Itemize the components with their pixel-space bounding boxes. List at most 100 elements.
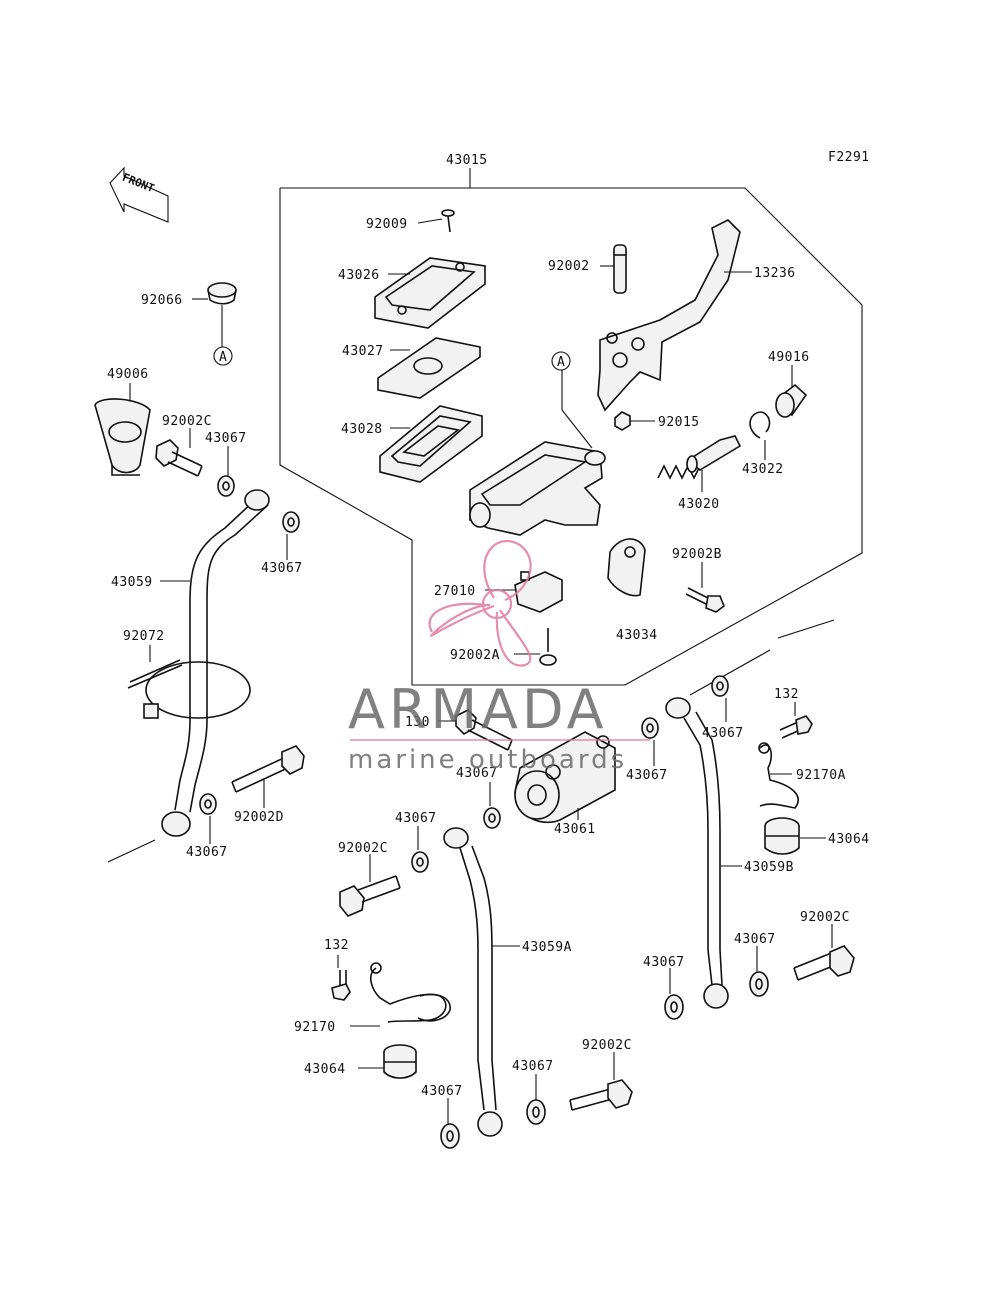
brake-lever-13236: 13236 [597, 219, 796, 412]
label-43067-i: 43067 [395, 811, 437, 826]
label-130: 130 [405, 715, 430, 730]
propeller-icon [428, 539, 532, 667]
washer-43067-c: 43067 [186, 793, 228, 860]
bolt-92002: 92002 [548, 244, 627, 294]
label-43022: 43022 [742, 462, 784, 477]
assembly-frame-43015: 43015 [279, 153, 863, 686]
washer-43067-a: 43067 [205, 431, 247, 497]
bolt-92002C-mid: 92002C [338, 841, 401, 917]
label-43020: 43020 [678, 497, 720, 512]
label-13236: 13236 [754, 266, 796, 281]
clamp-92170A: 92170A [758, 742, 846, 809]
label-43067-a: 43067 [205, 431, 247, 446]
plate-43027: 43027 [342, 337, 481, 399]
label-92002C-top: 92002C [162, 414, 212, 429]
label-92002A: 92002A [450, 648, 500, 663]
washer-43067-k: 43067 [512, 1059, 554, 1125]
label-92170A: 92170A [796, 768, 846, 783]
piston-43020: 43020 [657, 435, 742, 512]
callout-a-left: A [213, 346, 233, 366]
bolt-132-left: 132 [324, 938, 351, 1001]
master-cylinder-body [469, 370, 606, 536]
label-92002C-mid: 92002C [338, 841, 388, 856]
bolt-92002C-top: 92002C [155, 414, 212, 477]
label-43067-h: 43067 [643, 955, 685, 970]
label-132-left: 132 [324, 938, 349, 953]
leader-arrow-right [777, 619, 835, 639]
label-43034: 43034 [616, 628, 658, 643]
label-43059B: 43059B [744, 860, 794, 875]
callout-a-body: A [551, 351, 571, 371]
label-49016: 49016 [768, 350, 810, 365]
label-43067-f: 43067 [702, 726, 744, 741]
label-132-right: 132 [774, 687, 799, 702]
label-43067-b: 43067 [261, 561, 303, 576]
bolt-92002B: 92002B [672, 547, 725, 613]
reservoir-plug-92066: 92066 [141, 282, 237, 347]
label-92002C-right: 92002C [800, 910, 850, 925]
bolt-132-right: 132 [774, 687, 813, 739]
label-49006: 49006 [107, 367, 149, 382]
watermark-logo: ARMADA marine outboards [348, 539, 650, 775]
hose-clamp-92072: 92072 [123, 629, 251, 719]
reservoir-cap-43026: 43026 [338, 257, 486, 329]
label-92002C-bottom: 92002C [582, 1038, 632, 1053]
leader-line-right [689, 649, 771, 696]
label-43067-c: 43067 [186, 845, 228, 860]
label-43067-d: 43067 [456, 766, 498, 781]
hose-43059B: 43059B [665, 697, 794, 1009]
svg-text:A: A [219, 350, 227, 365]
label-92002: 92002 [548, 259, 590, 274]
label-43061: 43061 [554, 822, 596, 837]
washer-43067-b: 43067 [261, 511, 303, 576]
washer-43067-j: 43067 [421, 1084, 463, 1149]
washer-43067-h: 43067 [643, 955, 685, 1020]
label-92002B: 92002B [672, 547, 722, 562]
label-43026: 43026 [338, 268, 380, 283]
svg-text:A: A [557, 355, 565, 370]
label-92002D: 92002D [234, 810, 284, 825]
label-43027: 43027 [342, 344, 384, 359]
bolt-92002C-right: 92002C [793, 910, 855, 981]
boot-49006: 49006 [94, 367, 151, 476]
hose-43059: 43059 [111, 489, 270, 837]
nut-92015: 92015 [614, 411, 699, 431]
label-43067-e: 43067 [626, 768, 668, 783]
screw-92002A: 92002A [450, 628, 557, 666]
washer-43067-f: 43067 [702, 675, 744, 741]
bolt-130: 130 [405, 709, 513, 751]
label-92072: 92072 [123, 629, 165, 644]
label-43067-j: 43067 [421, 1084, 463, 1099]
bolt-92002D: 92002D [231, 745, 305, 825]
label-43067-g: 43067 [734, 932, 776, 947]
label-43064-right: 43064 [828, 832, 870, 847]
label-43059A: 43059A [522, 940, 572, 955]
label-27010: 27010 [434, 584, 476, 599]
circlip-43022: 43022 [742, 411, 784, 477]
label-43064-left: 43064 [304, 1062, 346, 1077]
bolt-92002C-bottom: 92002C [569, 1038, 633, 1111]
label-92009: 92009 [366, 217, 408, 232]
label-92170: 92170 [294, 1020, 336, 1035]
washer-43067-g: 43067 [734, 932, 776, 997]
label-43015: 43015 [446, 153, 488, 168]
clamp-43034: 43034 [607, 538, 658, 643]
cover-49016: 49016 [768, 350, 810, 418]
joint-43061: 43061 [514, 731, 616, 837]
front-arrow-icon: FRONT [109, 166, 169, 223]
grommet-43064-left: 43064 [304, 1044, 417, 1079]
hose-43059A: 43059A [443, 827, 572, 1137]
label-43067-k: 43067 [512, 1059, 554, 1074]
label-92066: 92066 [141, 293, 183, 308]
washer-43067-d: 43067 [456, 766, 501, 829]
washer-43067-e: 43067 [626, 717, 668, 783]
label-43028: 43028 [341, 422, 383, 437]
watermark-brand: ARMADA [348, 678, 608, 741]
label-43059: 43059 [111, 575, 153, 590]
screw-92009: 92009 [366, 209, 455, 233]
leader-arrow-left [107, 839, 156, 863]
diaphragm-43028: 43028 [341, 405, 483, 483]
figure-code: F2291 [828, 150, 870, 165]
watermark-tagline: marine outboards [348, 745, 627, 775]
